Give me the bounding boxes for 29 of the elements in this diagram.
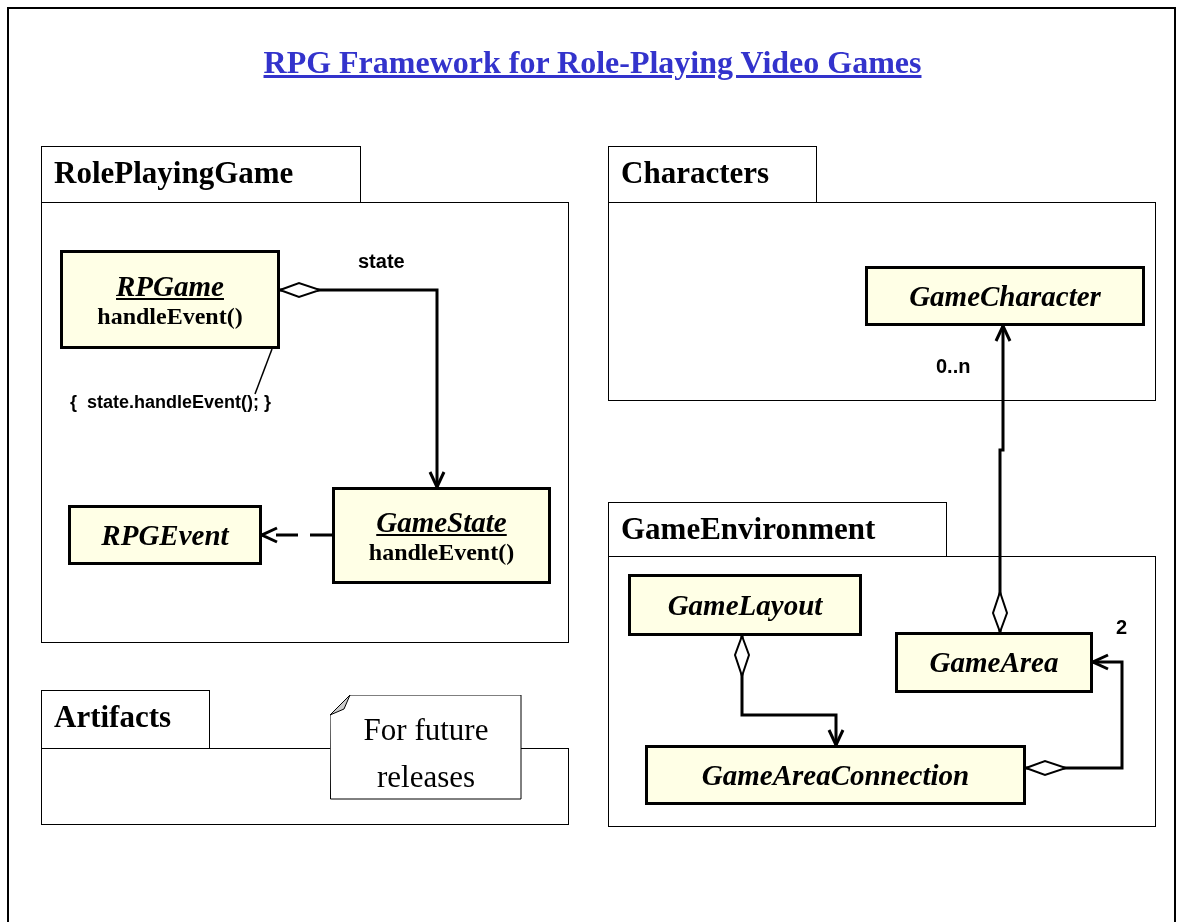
class-name: RPGame [116, 269, 224, 303]
class-box [332, 487, 551, 584]
note-box: For future releases [330, 695, 522, 800]
class-name: GameAreaConnection [701, 758, 970, 792]
class-name: RPGEvent [101, 518, 229, 552]
association-arrow [1025, 653, 1124, 776]
association-arrow [279, 282, 446, 489]
class-name: GameLayout [667, 588, 823, 622]
class-box [628, 574, 862, 636]
class-box [68, 505, 262, 565]
class-name: GameCharacter [909, 279, 1101, 313]
class-box [60, 250, 280, 349]
class-name: GameState [376, 505, 507, 539]
association-arrow [260, 526, 332, 544]
package-tab: RolePlayingGame [41, 146, 361, 202]
package-tab: Characters [608, 146, 817, 202]
class-name: GameArea [929, 646, 1059, 679]
association-arrow [734, 635, 845, 747]
association-arrow [992, 324, 1012, 633]
class-box [895, 632, 1093, 693]
class-box [645, 745, 1026, 805]
leader-line [254, 348, 273, 395]
operation-name: handleEvent() [97, 302, 243, 330]
package-tab: Artifacts [41, 690, 210, 748]
operation-name: handleEvent() [368, 538, 515, 566]
code-note: { state.handleEvent(); } [70, 392, 370, 420]
diagram-title: RPG Framework for Role-Playing Video Games [263, 44, 922, 80]
class-box [865, 266, 1145, 326]
package-tab: GameEnvironment [608, 502, 947, 556]
